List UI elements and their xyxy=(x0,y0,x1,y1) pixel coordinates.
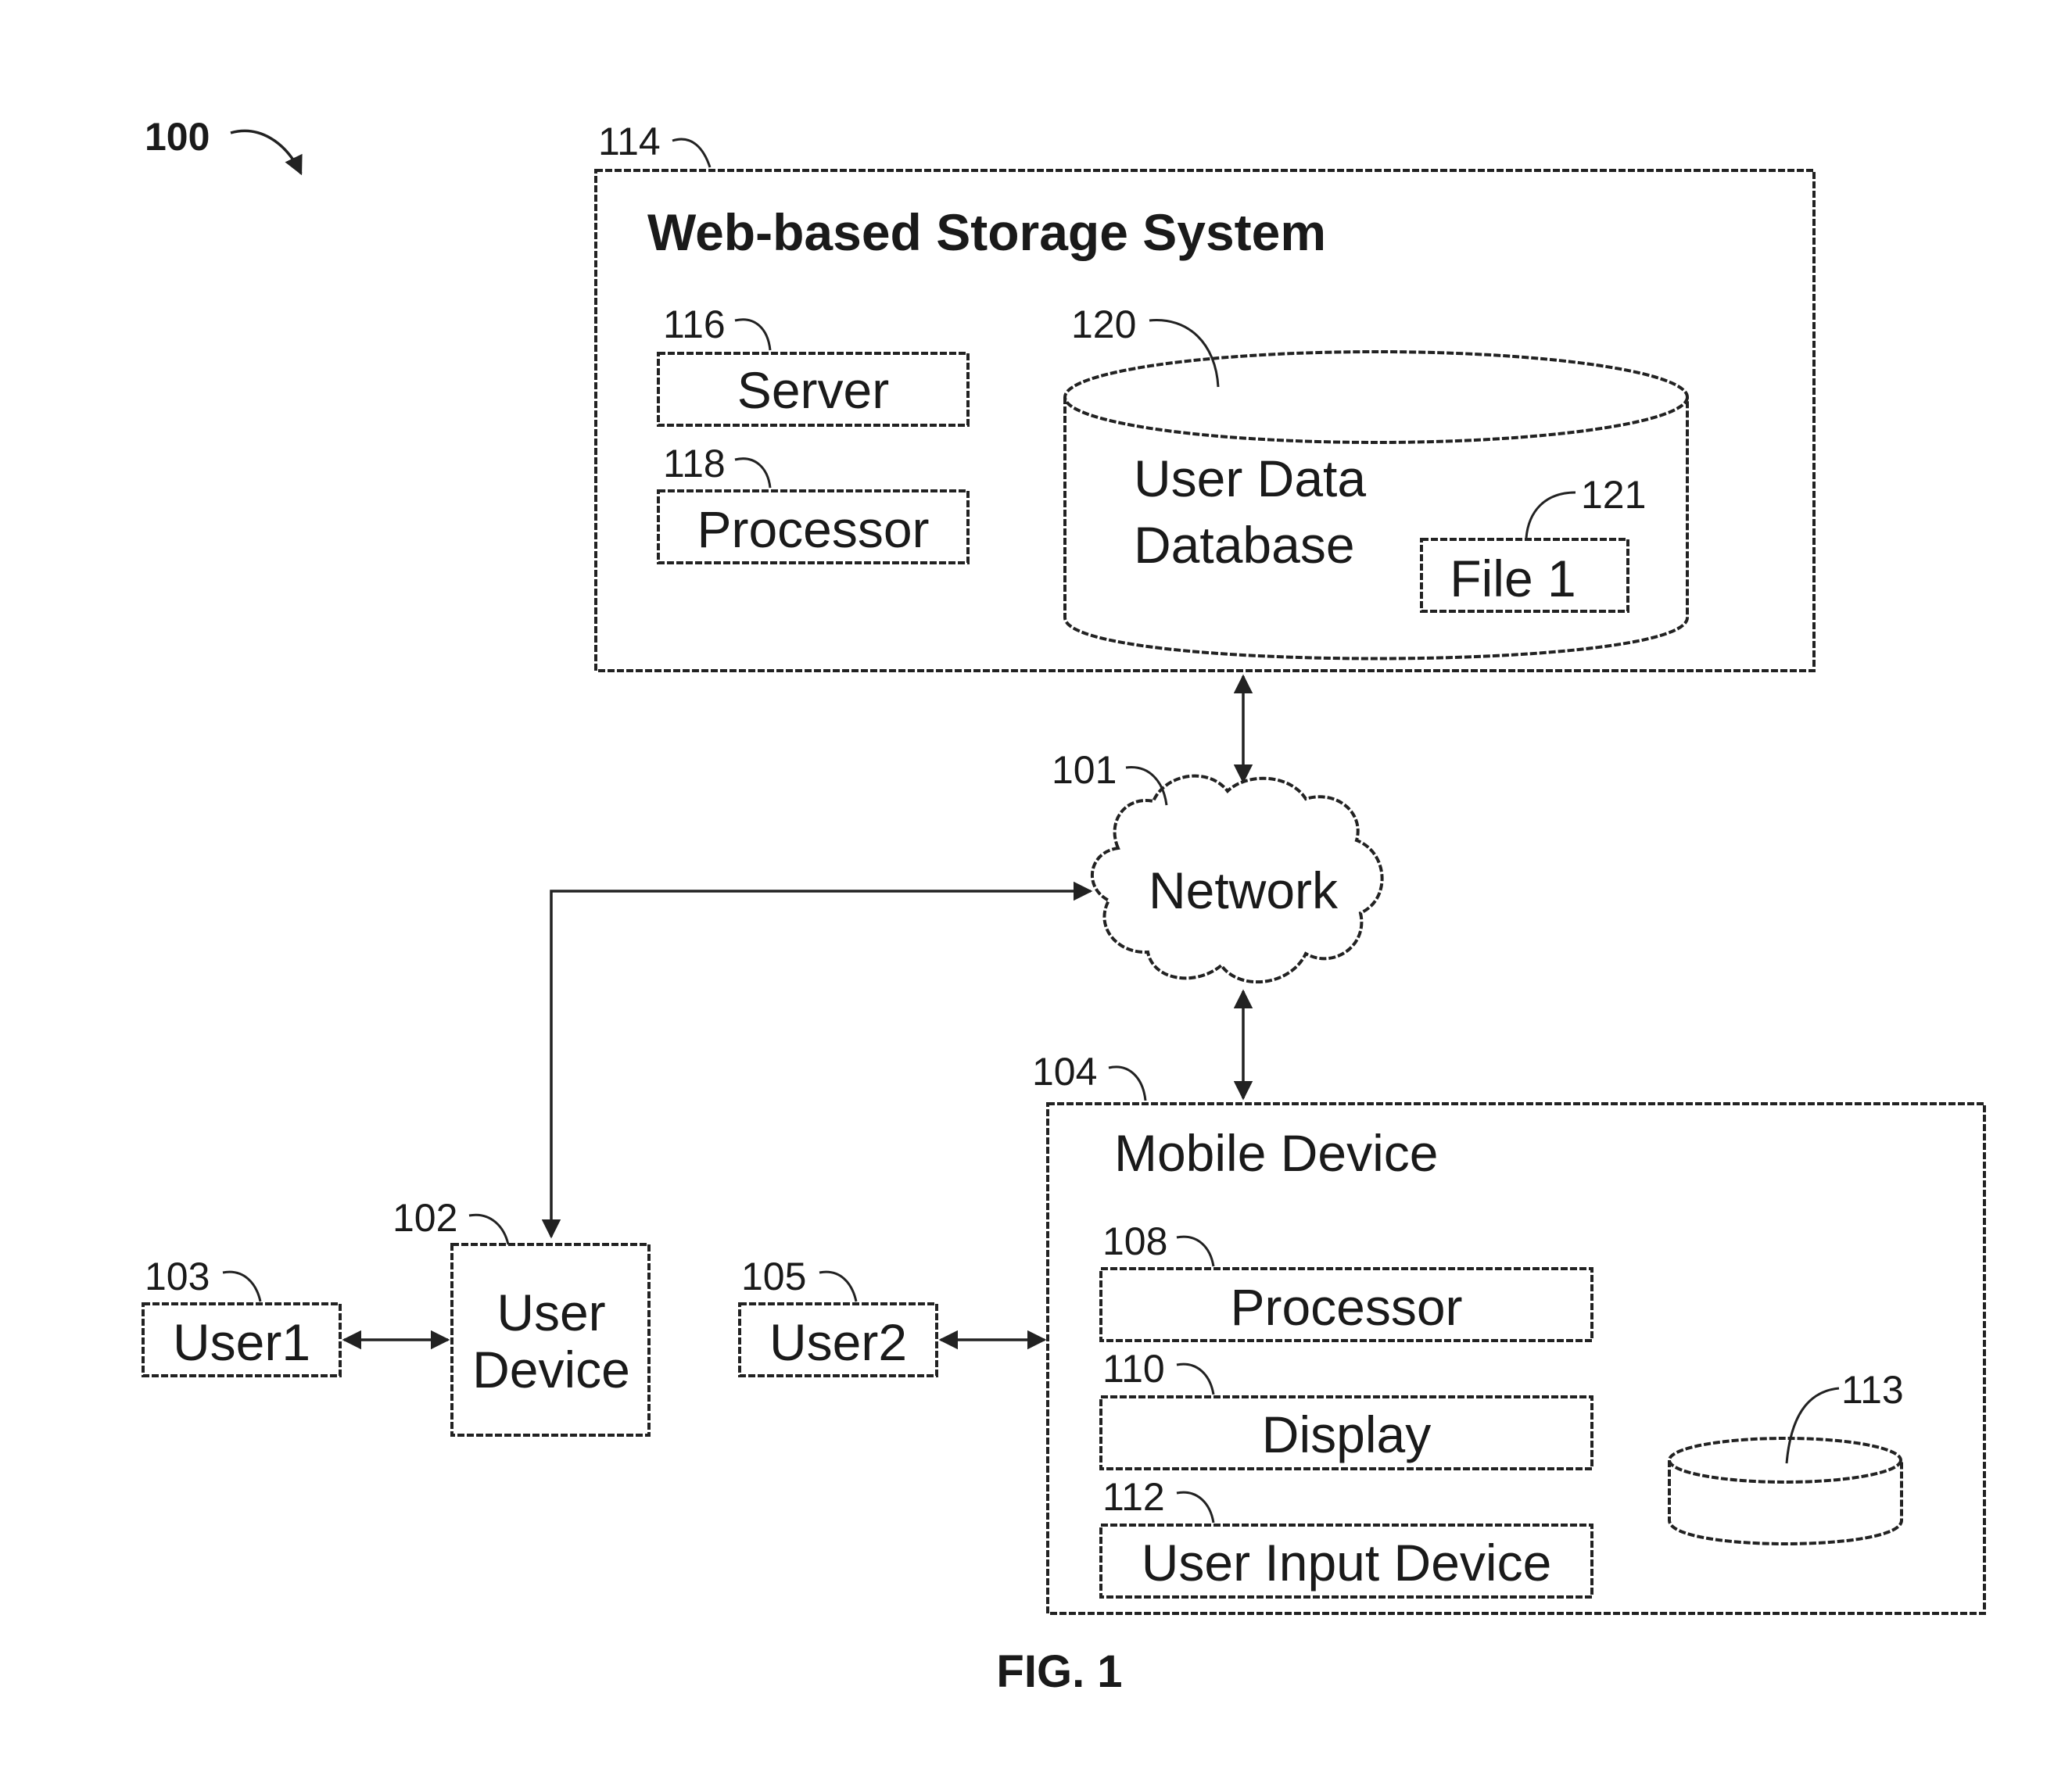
storage-system-leader xyxy=(672,139,710,167)
figure-caption: FIG. 1 xyxy=(996,1646,1122,1697)
user-input-ref: 112 xyxy=(1102,1475,1165,1519)
file-label: File 1 xyxy=(1450,550,1576,607)
network-label: Network xyxy=(1149,861,1339,919)
user2-ref: 105 xyxy=(741,1255,806,1298)
mobile-storage-top xyxy=(1669,1438,1901,1482)
storage-system-ref: 114 xyxy=(598,120,661,163)
user-input-leader xyxy=(1177,1492,1213,1523)
storage-processor-ref: 118 xyxy=(663,442,726,485)
database-leader xyxy=(1149,320,1218,387)
user1-label: User1 xyxy=(173,1313,310,1371)
file-ref: 121 xyxy=(1581,473,1646,517)
display-label: Display xyxy=(1262,1405,1431,1463)
user-device-ref: 102 xyxy=(393,1196,457,1240)
mobile-device-leader xyxy=(1109,1067,1145,1101)
user-device-label-line1: User xyxy=(496,1284,605,1341)
user-device-leader xyxy=(469,1215,508,1244)
mobile-device-title: Mobile Device xyxy=(1114,1124,1439,1182)
display-leader xyxy=(1177,1364,1213,1395)
storage-system-title: Web-based Storage System xyxy=(647,203,1326,261)
mobile-storage-ref: 113 xyxy=(1841,1368,1904,1412)
user1-leader xyxy=(223,1272,260,1302)
mobile-processor-label: Processor xyxy=(1230,1278,1462,1336)
mobile-processor-ref: 108 xyxy=(1102,1219,1167,1263)
server-ref: 116 xyxy=(663,303,726,346)
mobile-storage-leader xyxy=(1787,1388,1839,1463)
file-leader xyxy=(1526,492,1576,538)
user2-leader xyxy=(819,1272,856,1302)
server-leader xyxy=(735,320,770,350)
server-label: Server xyxy=(737,361,889,419)
database-cylinder-top xyxy=(1065,352,1687,442)
storage-processor-leader xyxy=(735,459,770,488)
user1-ref: 103 xyxy=(145,1255,210,1298)
database-label-line1: User Data xyxy=(1134,449,1366,507)
figure-ref-number: 100 xyxy=(145,115,210,159)
user-input-label: User Input Device xyxy=(1142,1534,1552,1592)
storage-processor-label: Processor xyxy=(697,500,929,558)
mobile-processor-leader xyxy=(1177,1237,1213,1266)
database-ref: 120 xyxy=(1071,303,1136,346)
database-label-line2: Database xyxy=(1134,516,1355,574)
network-ref: 101 xyxy=(1052,748,1117,792)
user2-label: User2 xyxy=(769,1313,907,1371)
mobile-device-ref: 104 xyxy=(1032,1050,1097,1094)
user-device-label-line2: Device xyxy=(472,1341,630,1398)
figure-ref-arrow xyxy=(231,131,301,174)
display-ref: 110 xyxy=(1102,1347,1165,1391)
network-userdevice-arrow xyxy=(551,891,1091,1237)
mobile-storage-body xyxy=(1669,1460,1902,1544)
